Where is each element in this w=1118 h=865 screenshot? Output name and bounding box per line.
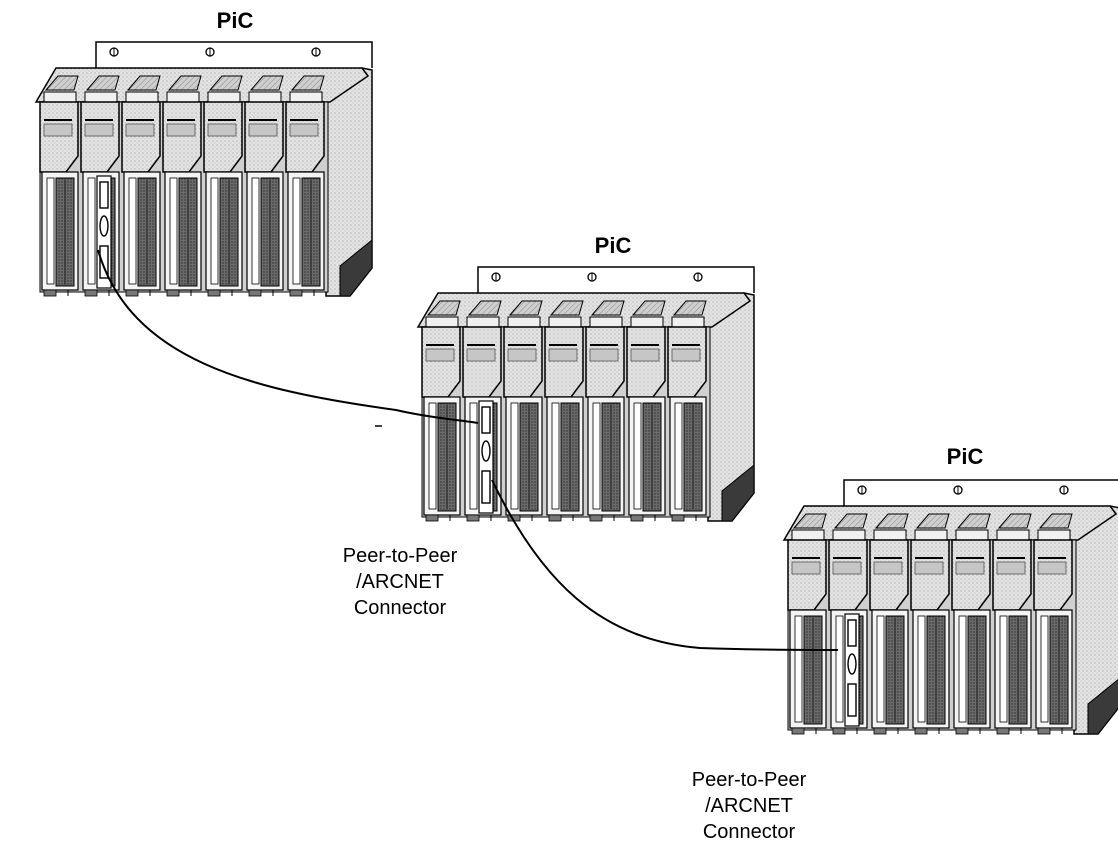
module-front-cover — [1034, 540, 1072, 610]
module-front-cover — [81, 102, 119, 172]
connector-caption-1-line-1: Peer-to-Peer — [320, 543, 480, 569]
mounting-rail — [96, 42, 372, 68]
module-front-cover — [504, 327, 542, 397]
io-module — [122, 76, 160, 296]
module-front-cover — [204, 102, 242, 172]
io-module — [993, 514, 1031, 734]
connector-caption-2-line-2: /ARCNET — [669, 793, 829, 819]
rack-1-title: PiC — [205, 8, 265, 34]
io-module — [422, 301, 460, 521]
connector-caption-1-line-2: /ARCNET — [320, 569, 480, 595]
io-module — [163, 76, 201, 296]
io-module — [870, 514, 908, 734]
io-module — [586, 301, 624, 521]
mounting-rail — [844, 480, 1118, 506]
io-module — [1034, 514, 1072, 734]
module-front-cover — [286, 102, 324, 172]
io-module — [504, 301, 542, 521]
module-front-cover — [952, 540, 990, 610]
rack-3-title: PiC — [935, 444, 995, 470]
plc-rack-3 — [784, 480, 1118, 734]
io-module — [286, 76, 324, 296]
connector-caption-2: Peer-to-Peer /ARCNET Connector — [669, 767, 829, 845]
module-front-cover — [788, 540, 826, 610]
module-front-cover — [870, 540, 908, 610]
module-front-cover — [911, 540, 949, 610]
io-module — [245, 76, 283, 296]
plc-rack-2 — [418, 267, 754, 521]
module-front-cover — [122, 102, 160, 172]
module-front-cover — [40, 102, 78, 172]
mounting-rail — [478, 267, 754, 293]
io-module — [788, 514, 826, 734]
io-module — [545, 301, 583, 521]
io-module — [204, 76, 242, 296]
module-front-cover — [245, 102, 283, 172]
connector-caption-2-line-1: Peer-to-Peer — [669, 767, 829, 793]
module-front-cover — [668, 327, 706, 397]
io-module — [627, 301, 665, 521]
connector-caption-2-line-3: Connector — [669, 819, 829, 845]
module-front-cover — [829, 540, 867, 610]
module-front-cover — [463, 327, 501, 397]
module-front-cover — [627, 327, 665, 397]
io-module — [40, 76, 78, 296]
connector-caption-1-line-3: Connector — [320, 595, 480, 621]
io-module — [911, 514, 949, 734]
module-front-cover — [545, 327, 583, 397]
module-front-cover — [163, 102, 201, 172]
io-module — [952, 514, 990, 734]
plc-rack-1 — [36, 42, 372, 296]
connector-caption-1: Peer-to-Peer /ARCNET Connector — [320, 543, 480, 621]
io-module — [668, 301, 706, 521]
module-front-cover — [422, 327, 460, 397]
module-front-cover — [993, 540, 1031, 610]
rack-2-title: PiC — [583, 233, 643, 259]
module-front-cover — [586, 327, 624, 397]
